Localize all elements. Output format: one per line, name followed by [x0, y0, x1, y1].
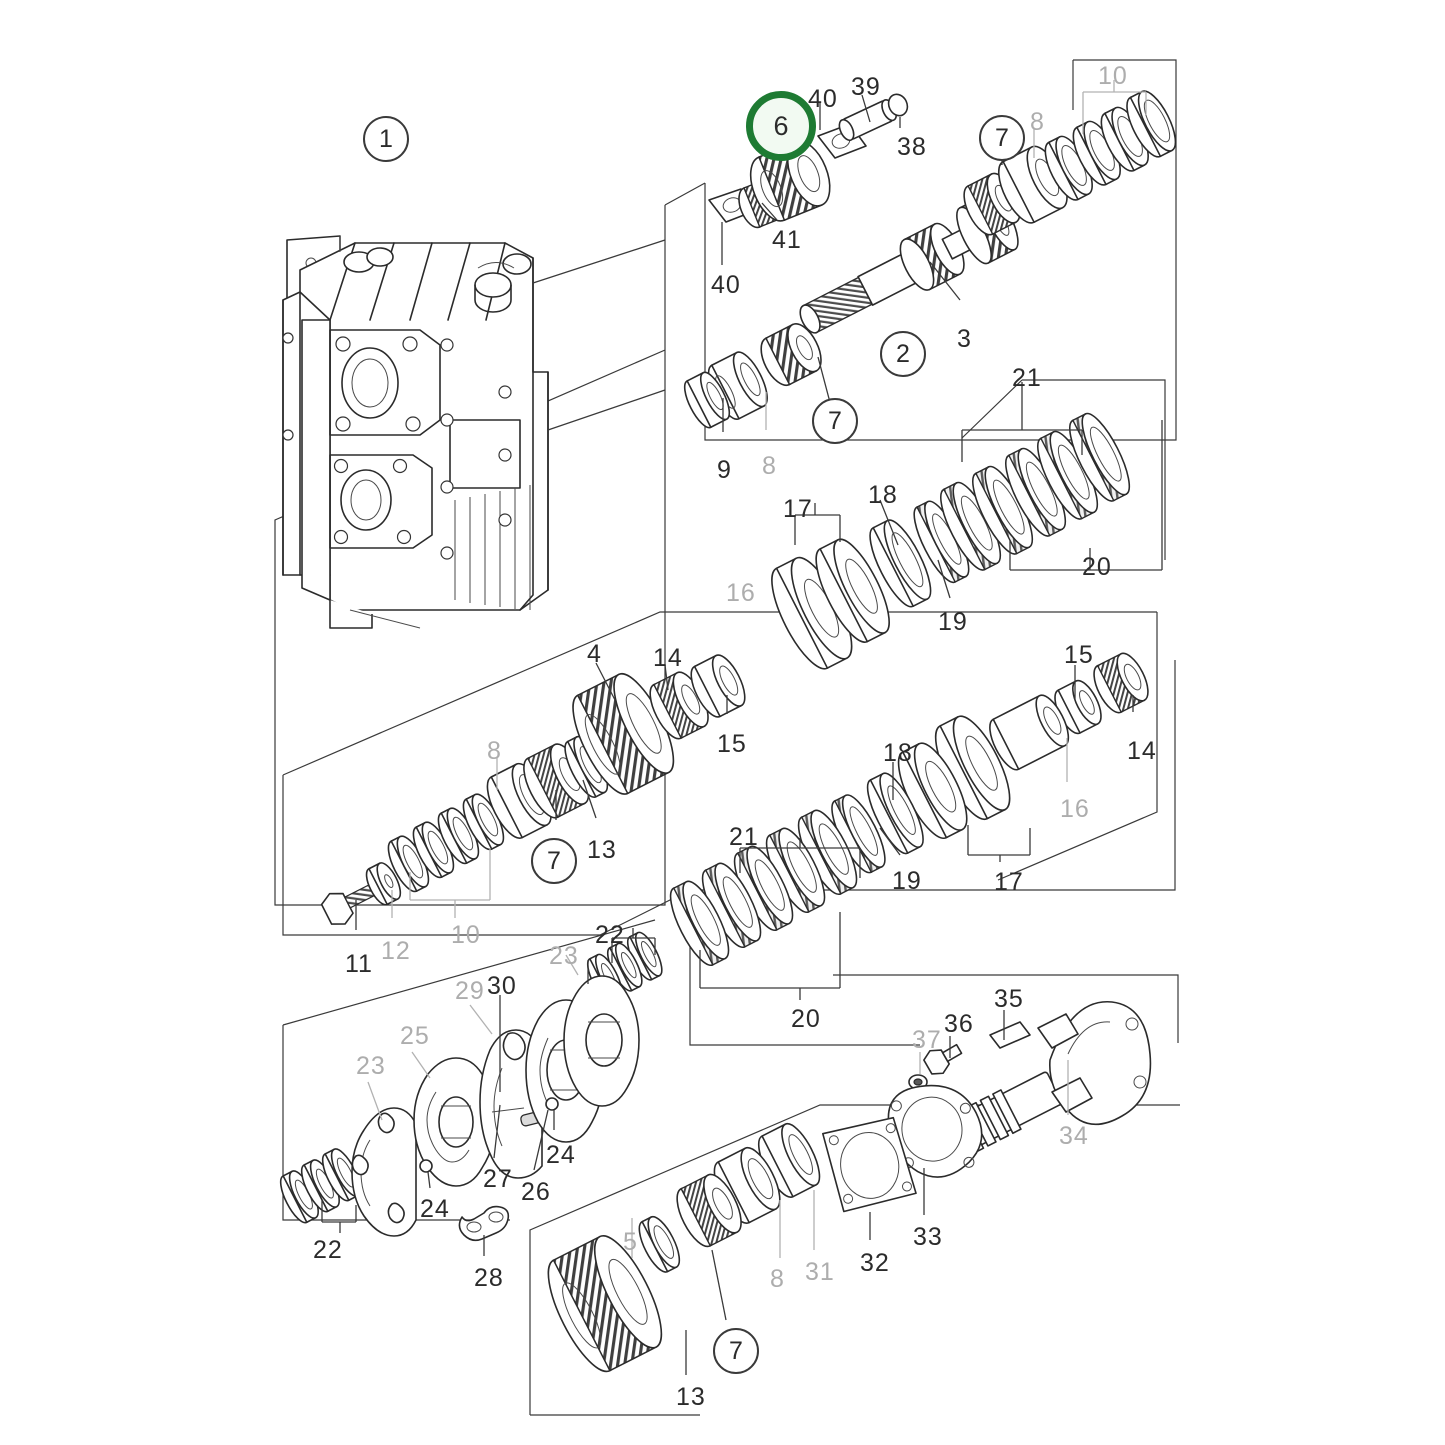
- callout-number: 7: [729, 1336, 743, 1365]
- part-housing-1: [282, 235, 666, 629]
- part-number-label: 28: [474, 1264, 504, 1292]
- part-number-label: 18: [883, 739, 913, 767]
- part-number-label: 8: [770, 1265, 785, 1293]
- part-group-top-left: [708, 93, 909, 265]
- part-number-label: 23: [549, 942, 579, 970]
- callout-number: 7: [828, 406, 842, 435]
- callout-bubble[interactable]: 2: [880, 331, 926, 377]
- callout-number: 2: [896, 339, 910, 368]
- callout-number: 6: [773, 110, 789, 141]
- part-number-label: 22: [313, 1236, 343, 1264]
- part-number-label: 21: [729, 823, 759, 851]
- part-number-label: 37: [912, 1026, 942, 1054]
- part-number-label: 24: [546, 1141, 576, 1169]
- part-number-label: 15: [717, 730, 747, 758]
- part-number-label: 19: [938, 608, 968, 636]
- part-group-lower-right-shaft: [565, 652, 1149, 1003]
- part-number-label: 36: [944, 1010, 974, 1038]
- part-number-label: 30: [487, 972, 517, 1000]
- callout-bubble[interactable]: 1: [363, 116, 409, 162]
- part-number-label: 20: [791, 1005, 821, 1033]
- part-number-label: 17: [783, 495, 813, 523]
- part-number-label: 16: [1060, 795, 1090, 823]
- part-number-label: 33: [913, 1223, 943, 1251]
- part-number-label: 40: [808, 85, 838, 113]
- callout-bubble[interactable]: 7: [531, 838, 577, 884]
- part-number-label: 24: [420, 1195, 450, 1223]
- part-main-shaft-3: [683, 192, 1019, 432]
- part-number-label: 18: [868, 481, 898, 509]
- part-number-label: 41: [772, 226, 802, 254]
- part-group-lower-left-shaft: [320, 654, 746, 930]
- callout-bubble[interactable]: 7: [713, 1328, 759, 1374]
- part-number-label: 11: [345, 950, 373, 978]
- part-number-label: 40: [711, 271, 741, 299]
- part-group-output-shaft: [547, 1001, 1152, 1375]
- part-number-label: 15: [1064, 641, 1094, 669]
- part-number-label: 38: [897, 133, 927, 161]
- part-group-synchro-upper: [771, 382, 1163, 670]
- part-number-label: 3: [957, 325, 972, 353]
- part-number-label: 21: [1012, 364, 1042, 392]
- part-number-label: 12: [381, 937, 411, 965]
- part-group-upper-right: [963, 80, 1177, 236]
- callout-bubble[interactable]: 7: [812, 398, 858, 444]
- part-number-label: 31: [805, 1258, 835, 1286]
- part-number-label: 4: [587, 640, 602, 668]
- part-number-label: 32: [860, 1249, 890, 1277]
- part-number-label: 9: [717, 456, 732, 484]
- part-group-differential: [279, 960, 640, 1256]
- part-number-label: 13: [587, 836, 617, 864]
- part-number-label: 23: [356, 1052, 386, 1080]
- part-number-label: 26: [521, 1178, 551, 1206]
- part-number-label: 13: [676, 1383, 706, 1411]
- part-number-label: 16: [726, 579, 756, 607]
- part-number-label: 34: [1059, 1122, 1089, 1150]
- highlighted-callout-bubble[interactable]: 6: [746, 91, 816, 161]
- callout-bubble[interactable]: 7: [979, 115, 1025, 161]
- callout-number: 1: [379, 124, 393, 153]
- part-number-label: 14: [1127, 737, 1157, 765]
- part-number-label: 14: [653, 644, 683, 672]
- part-number-label: 5: [623, 1228, 638, 1256]
- callout-number: 7: [995, 123, 1009, 152]
- part-number-label: 27: [483, 1165, 513, 1193]
- part-number-label: 19: [892, 867, 922, 895]
- part-number-label: 25: [400, 1022, 430, 1050]
- part-number-label: 8: [762, 452, 777, 480]
- part-number-label: 8: [1030, 108, 1045, 136]
- part-number-label: 39: [851, 73, 881, 101]
- callout-number: 7: [547, 846, 561, 875]
- part-number-label: 20: [1082, 553, 1112, 581]
- part-number-label: 35: [994, 985, 1024, 1013]
- part-number-label: 17: [994, 868, 1024, 896]
- part-number-label: 8: [487, 737, 502, 765]
- part-number-label: 10: [1098, 62, 1128, 90]
- part-number-label: 10: [451, 921, 481, 949]
- part-number-label: 22: [595, 921, 625, 949]
- part-number-label: 29: [455, 977, 485, 1005]
